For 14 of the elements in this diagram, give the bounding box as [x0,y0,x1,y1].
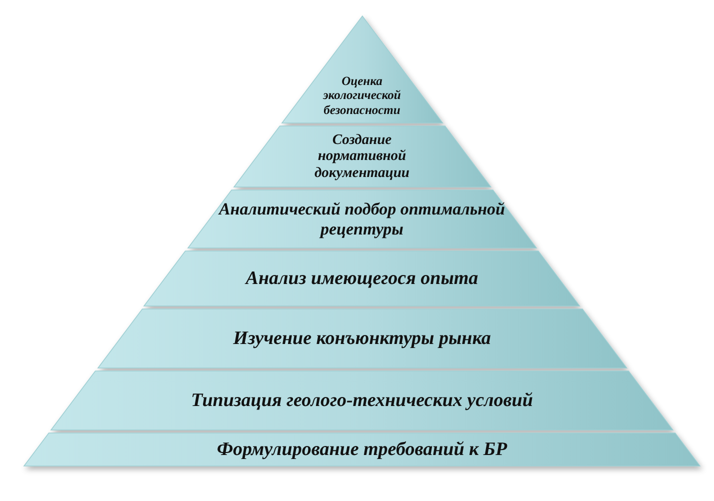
level-label: Аналитический подбор оптимальной рецептуры [217,199,506,239]
pyramid-apex-triangle [282,16,442,123]
pyramid-level-band [24,433,700,466]
level-label: Создание нормативной документации [313,132,410,182]
level-label: Формулирование требований к БР [216,438,508,460]
pyramid-level-band [98,309,626,368]
pyramid-level-band [188,190,536,248]
level-label: Изучение конъюнктуры рынка [232,328,492,350]
level-label: Анализ имеющегося опыта [244,268,480,290]
pyramid-level-band [144,251,580,306]
level-label: Оценка экологической безопасности [322,74,402,118]
pyramid-level-band [51,371,673,430]
pyramid-level-band [234,126,490,187]
level-label: Типизация геолого-технических условий [190,390,534,412]
